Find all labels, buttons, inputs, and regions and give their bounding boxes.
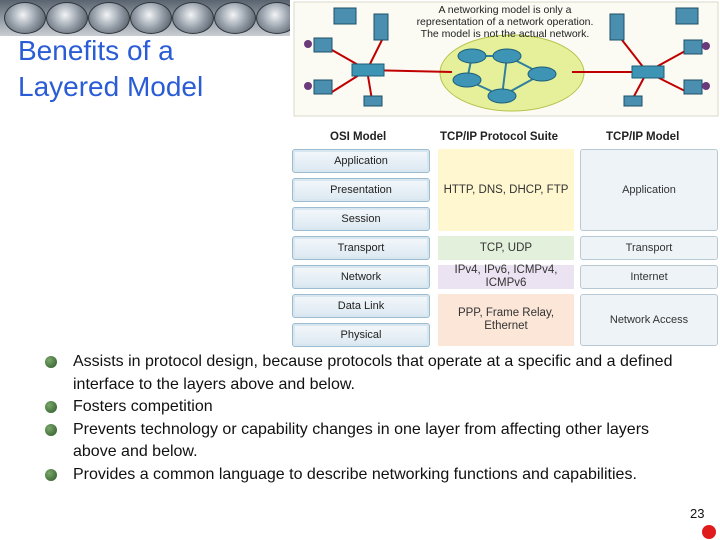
- server-icon: [609, 13, 625, 41]
- laptop-icon: [683, 39, 703, 55]
- computer-icon: [675, 7, 699, 25]
- osi-layer-network: Network: [292, 265, 430, 289]
- red-marker-icon: [702, 525, 716, 539]
- page-number: 23: [690, 506, 705, 521]
- bullet-dot-icon: [45, 423, 57, 436]
- coin-image: [214, 2, 256, 34]
- coin-image: [88, 2, 130, 34]
- tcpip-layer-internet: Internet: [580, 265, 718, 289]
- title-line-1: Benefits of a: [18, 35, 174, 66]
- tcpip-layer-transport: Transport: [580, 236, 718, 260]
- bullet-dot-icon: [45, 468, 57, 481]
- router-icon: [527, 66, 557, 82]
- protocols-transport: TCP, UDP: [438, 236, 574, 260]
- network-model-note: A networking model is only a representat…: [416, 4, 594, 40]
- router-icon: [452, 72, 482, 88]
- osi-layer-physical: Physical: [292, 323, 430, 347]
- coin-image: [46, 2, 88, 34]
- coin-image: [172, 2, 214, 34]
- tcpip-layer-network-access: Network Access: [580, 294, 718, 346]
- network-illustration: [292, 0, 720, 118]
- phone-icon: [363, 95, 383, 107]
- coin-image: [256, 2, 290, 34]
- switch-icon: [351, 63, 385, 77]
- laptop-icon: [313, 37, 333, 53]
- person-icon: [702, 82, 710, 90]
- list-item: Provides a common language to describe n…: [45, 464, 695, 487]
- osi-layer-presentation: Presentation: [292, 178, 430, 202]
- coin-image: [4, 2, 46, 34]
- title-banner: [0, 0, 290, 36]
- osi-model-header: OSI Model: [330, 131, 387, 143]
- protocols-application: HTTP, DNS, DHCP, FTP: [438, 149, 574, 231]
- router-icon: [457, 48, 487, 64]
- computer-icon: [333, 7, 357, 25]
- tcpip-layer-application: Application: [580, 149, 718, 231]
- laptop-icon: [313, 79, 333, 95]
- coin-image: [130, 2, 172, 34]
- person-icon: [702, 42, 710, 50]
- list-item: Prevents technology or capability change…: [45, 419, 695, 464]
- list-item: Fosters competition: [45, 396, 695, 419]
- person-icon: [304, 82, 312, 90]
- network-diagram: [293, 1, 719, 117]
- bullet-text: Assists in protocol design, because prot…: [73, 353, 673, 393]
- protocols-network-access: PPP, Frame Relay, Ethernet: [438, 294, 574, 346]
- bullet-dot-icon: [45, 356, 57, 368]
- router-icon: [492, 48, 522, 64]
- osi-layer-session: Session: [292, 207, 430, 231]
- switch-icon: [631, 65, 665, 79]
- bullet-dot-icon: [45, 401, 57, 413]
- list-item: Assists in protocol design, because prot…: [45, 351, 695, 396]
- bullet-text: Provides a common language to describe n…: [73, 465, 637, 483]
- laptop-icon: [683, 79, 703, 95]
- osi-layer-transport: Transport: [292, 236, 430, 260]
- osi-layer-application: Application: [292, 149, 430, 173]
- bullet-text: Fosters competition: [73, 398, 213, 415]
- title-line-2: Layered Model: [18, 71, 204, 102]
- osi-layer-data-link: Data Link: [292, 294, 430, 318]
- osi-tcpip-figure: OSI Model TCP/IP Protocol Suite TCP/IP M…: [288, 128, 720, 347]
- slide-title: Benefits of a Layered Model: [18, 33, 203, 105]
- person-icon: [304, 40, 312, 48]
- protocols-internet: IPv4, IPv6, ICMPv4, ICMPv6: [438, 264, 574, 289]
- router-icon: [487, 88, 517, 104]
- protocol-suite-header: TCP/IP Protocol Suite: [440, 131, 558, 143]
- benefits-list: Assists in protocol design, because prot…: [45, 351, 695, 486]
- bullet-text: Prevents technology or capability change…: [73, 420, 650, 461]
- tcpip-model-header: TCP/IP Model: [606, 131, 680, 143]
- phone-icon: [623, 95, 643, 107]
- server-icon: [373, 13, 389, 41]
